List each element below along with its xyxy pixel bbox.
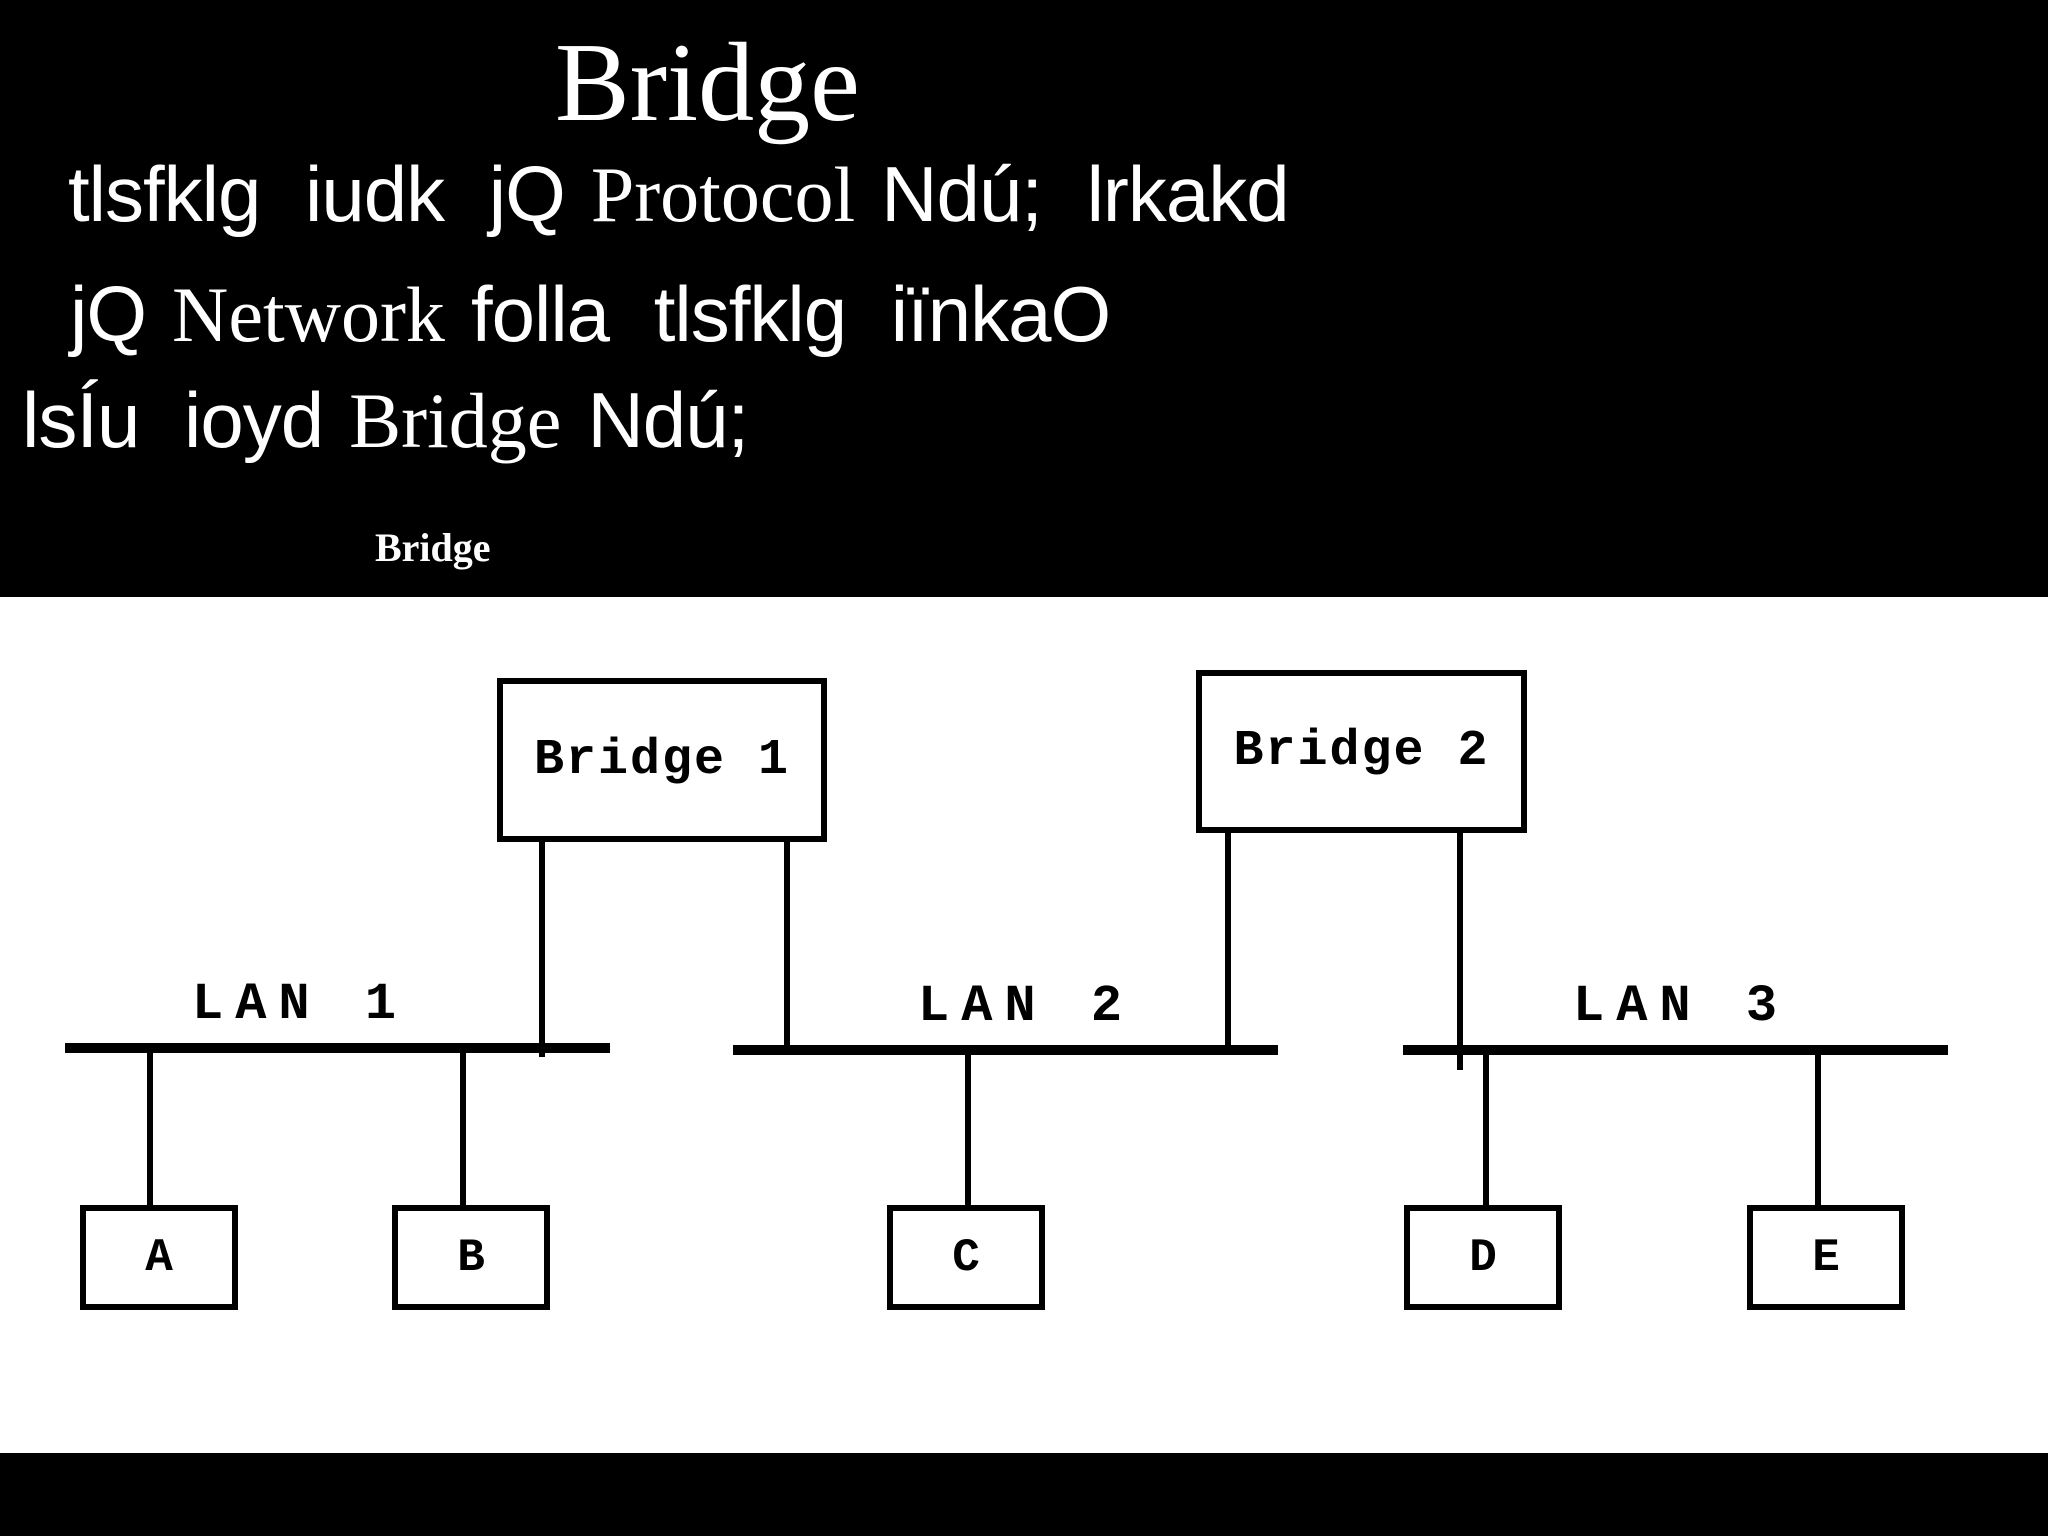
node-d-label: D — [1469, 1231, 1497, 1284]
header-section: Bridge tlsfklg iudk jQ Protocol Ndú; lrkak… — [0, 0, 2048, 597]
line1-sinhala-post: Ndú; lrkakd — [881, 150, 1289, 238]
node-b-drop-line — [460, 1053, 466, 1205]
header-text-line-3: lsÍu ioyd Bridge Ndú; — [22, 376, 749, 464]
lan2-bus-line — [733, 1045, 1278, 1055]
node-d-box: D — [1404, 1205, 1562, 1310]
line3-sinhala-pre: lsÍu ioyd — [22, 376, 324, 464]
line2-sinhala-post: folla tlsfklg iïnkaO — [470, 270, 1111, 358]
node-e-drop-line — [1815, 1055, 1821, 1205]
lan3-label: LAN 3 — [1573, 977, 1790, 1036]
node-a-drop-line — [147, 1053, 153, 1205]
bridge1-to-lan1-line — [539, 842, 545, 1057]
bridge2-box: Bridge 2 — [1196, 670, 1527, 833]
bridge1-box: Bridge 1 — [497, 678, 827, 842]
line3-sinhala-post: Ndú; — [587, 376, 749, 464]
node-b-label: B — [457, 1231, 485, 1284]
lan2-label: LAN 2 — [918, 977, 1135, 1036]
header-text-line-2: jQ Network folla tlsfklg iïnkaO — [70, 270, 1111, 358]
line2-english-word: Network — [172, 271, 445, 358]
node-b-box: B — [392, 1205, 550, 1310]
network-diagram: Bridge 1 Bridge 2 LAN 1 LAN 2 LAN 3 A B … — [0, 597, 2048, 1453]
lan3-bus-line — [1403, 1045, 1948, 1055]
footer-bar — [0, 1453, 2048, 1536]
line1-english-word: Protocol — [590, 151, 856, 238]
line2-sinhala-pre: jQ — [70, 270, 147, 358]
line3-english-word: Bridge — [349, 377, 562, 464]
node-d-drop-line — [1483, 1055, 1489, 1205]
node-e-label: E — [1812, 1231, 1840, 1284]
bridge1-label: Bridge 1 — [533, 731, 791, 789]
page-title: Bridge — [555, 21, 860, 145]
line1-sinhala-pre: tlsfklg iudk jQ — [68, 150, 566, 238]
bridge2-label: Bridge 2 — [1233, 723, 1490, 780]
bridge2-to-lan2-line — [1225, 833, 1231, 1047]
node-c-drop-line — [965, 1055, 971, 1205]
header-caption: Bridge — [375, 525, 491, 570]
lan1-bus-line — [65, 1043, 610, 1053]
node-c-label: C — [952, 1231, 980, 1284]
node-a-label: A — [145, 1231, 173, 1284]
node-e-box: E — [1747, 1205, 1905, 1310]
bridge1-to-lan2-line — [784, 842, 790, 1045]
lan1-label: LAN 1 — [192, 975, 409, 1034]
node-c-box: C — [887, 1205, 1045, 1310]
header-text-line-1: tlsfklg iudk jQ Protocol Ndú; lrkakd — [68, 150, 1290, 238]
node-a-box: A — [80, 1205, 238, 1310]
bridge2-to-lan3-line — [1457, 833, 1463, 1070]
